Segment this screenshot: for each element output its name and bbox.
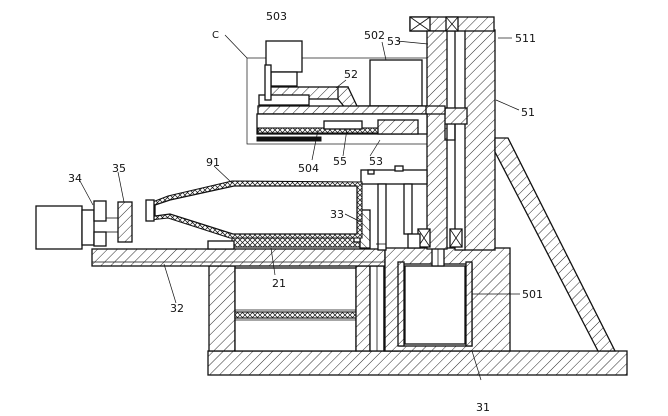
label-53-top: 53 bbox=[387, 35, 401, 48]
lower-support-frame bbox=[208, 265, 399, 352]
leader-lines bbox=[79, 34, 520, 381]
label-53-bottom: 53 bbox=[369, 155, 383, 168]
label-502: 502 bbox=[364, 29, 385, 42]
label-32: 32 bbox=[170, 302, 184, 315]
diagonal-brace bbox=[494, 137, 617, 352]
label-c: C bbox=[212, 30, 219, 41]
pad-21 bbox=[231, 237, 363, 248]
label-21: 21 bbox=[272, 277, 286, 290]
label-501: 501 bbox=[522, 288, 543, 301]
lower-housing bbox=[384, 247, 511, 352]
base-plate bbox=[207, 350, 628, 376]
label-31: 31 bbox=[476, 401, 490, 414]
label-34: 34 bbox=[68, 172, 82, 185]
upper-assembly bbox=[246, 40, 446, 145]
clamp-frame bbox=[353, 165, 428, 251]
label-35: 35 bbox=[112, 162, 126, 175]
label-52: 52 bbox=[344, 68, 358, 81]
label-51: 51 bbox=[521, 106, 535, 119]
label-91: 91 bbox=[206, 156, 220, 169]
label-504: 504 bbox=[298, 162, 319, 175]
table-plate bbox=[91, 248, 386, 267]
vertical-column bbox=[409, 16, 496, 251]
label-55: 55 bbox=[333, 155, 347, 168]
label-33: 33 bbox=[330, 208, 344, 221]
part-labels: 503 C 502 53 511 52 51 504 55 53 91 34 3… bbox=[68, 10, 543, 414]
left-motor bbox=[35, 200, 133, 250]
label-503: 503 bbox=[266, 10, 287, 23]
label-511: 511 bbox=[515, 32, 536, 45]
bottle bbox=[145, 180, 363, 239]
